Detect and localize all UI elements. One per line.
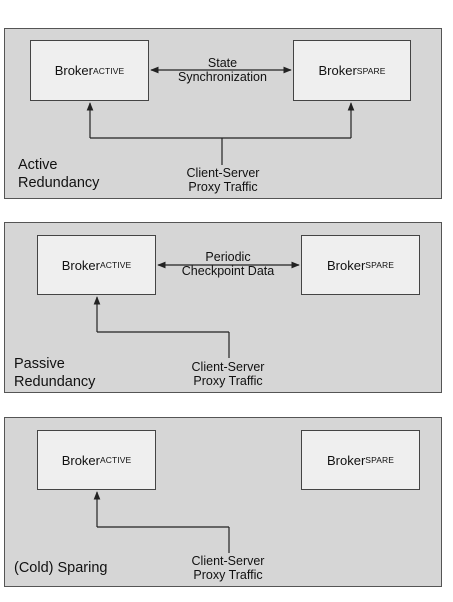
traffic-label: Client-Server Proxy Traffic: [186, 166, 260, 194]
broker-active-name: Broker: [61, 452, 100, 468]
mode-label-passive-redundancy: Passive Redundancy: [14, 356, 96, 390]
broker-active-subscript: ACTIVE: [99, 260, 132, 270]
state-sync-label: State Synchronization: [178, 56, 267, 84]
checkpoint-label: Periodic Checkpoint Data: [181, 250, 275, 278]
broker-spare-name: Broker: [318, 63, 357, 78]
broker-active-name: Broker: [61, 257, 100, 273]
broker-active-subscript: ACTIVE: [92, 65, 125, 76]
traffic-label: Client-Server Proxy Traffic: [191, 554, 265, 582]
broker-spare-subscript: SPARE: [365, 455, 394, 465]
mode-label-active-redundancy: Active Redundancy: [18, 157, 100, 191]
broker-spare-subscript: SPARE: [365, 260, 394, 270]
mode-label-cold-sparing: (Cold) Sparing: [14, 560, 108, 576]
broker-spare-subscript: SPARE: [356, 65, 386, 76]
broker-active-name: Broker: [54, 63, 93, 78]
broker-spare-name: Broker: [327, 452, 366, 468]
traffic-label: Client-Server Proxy Traffic: [191, 360, 265, 388]
broker-active-subscript: ACTIVE: [99, 455, 132, 465]
broker-spare-name: Broker: [327, 257, 366, 273]
